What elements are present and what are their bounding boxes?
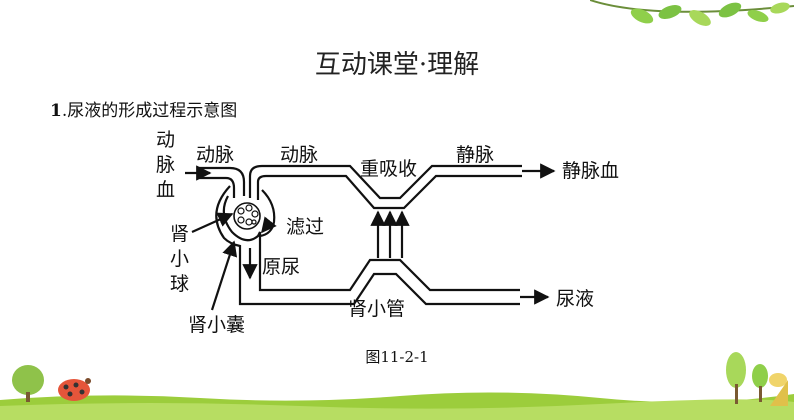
label-renal-tubule: 肾小管 (348, 298, 406, 320)
section-title: .尿液的形成过程示意图 (61, 101, 238, 121)
slide-corner-icon (770, 380, 788, 406)
label-reabsorption: 重吸收 (360, 158, 418, 180)
ladybug-icon (58, 378, 91, 401)
label-afferent-artery: 动脉 (196, 144, 235, 166)
leaf-decoration-icon (590, 0, 794, 26)
section-heading: 1.尿液的形成过程示意图 (50, 96, 237, 121)
efferent-artery-inner-line (256, 174, 522, 210)
glomerulus-ball (233, 202, 261, 230)
tree-decoration-icon (726, 352, 787, 404)
afferent-artery-bottom-line (198, 176, 236, 198)
label-filtration: 滤过 (286, 216, 325, 238)
label-efferent-artery: 动脉 (280, 144, 319, 166)
capsule-outer-wall (215, 185, 520, 306)
label-artery-blood: 动脉血 (156, 129, 176, 201)
capsule-pointer-arrow (210, 240, 238, 311)
grass-decoration-icon (0, 392, 794, 420)
label-glomerulus: 肾小球 (170, 223, 190, 295)
capsule-right-wall (259, 189, 276, 238)
bush-icon (12, 365, 44, 402)
label-bowman-capsule: 肾小囊 (188, 314, 246, 336)
figure-caption: 图11-2-1 (365, 348, 429, 366)
page-title: 互动课堂·理解 (314, 50, 480, 80)
label-venous-blood: 静脉血 (562, 160, 620, 182)
label-vein: 静脉 (456, 144, 495, 166)
filtration-arrow (261, 216, 277, 234)
section-number: 1 (50, 101, 62, 121)
label-urine: 尿液 (556, 288, 595, 310)
afferent-artery-top-line (198, 166, 246, 196)
label-primary-urine: 原尿 (262, 256, 301, 278)
efferent-artery-outer-line (248, 164, 522, 200)
glomerulus-pointer-arrow (191, 212, 234, 234)
capsule-inner-wall (222, 195, 520, 292)
